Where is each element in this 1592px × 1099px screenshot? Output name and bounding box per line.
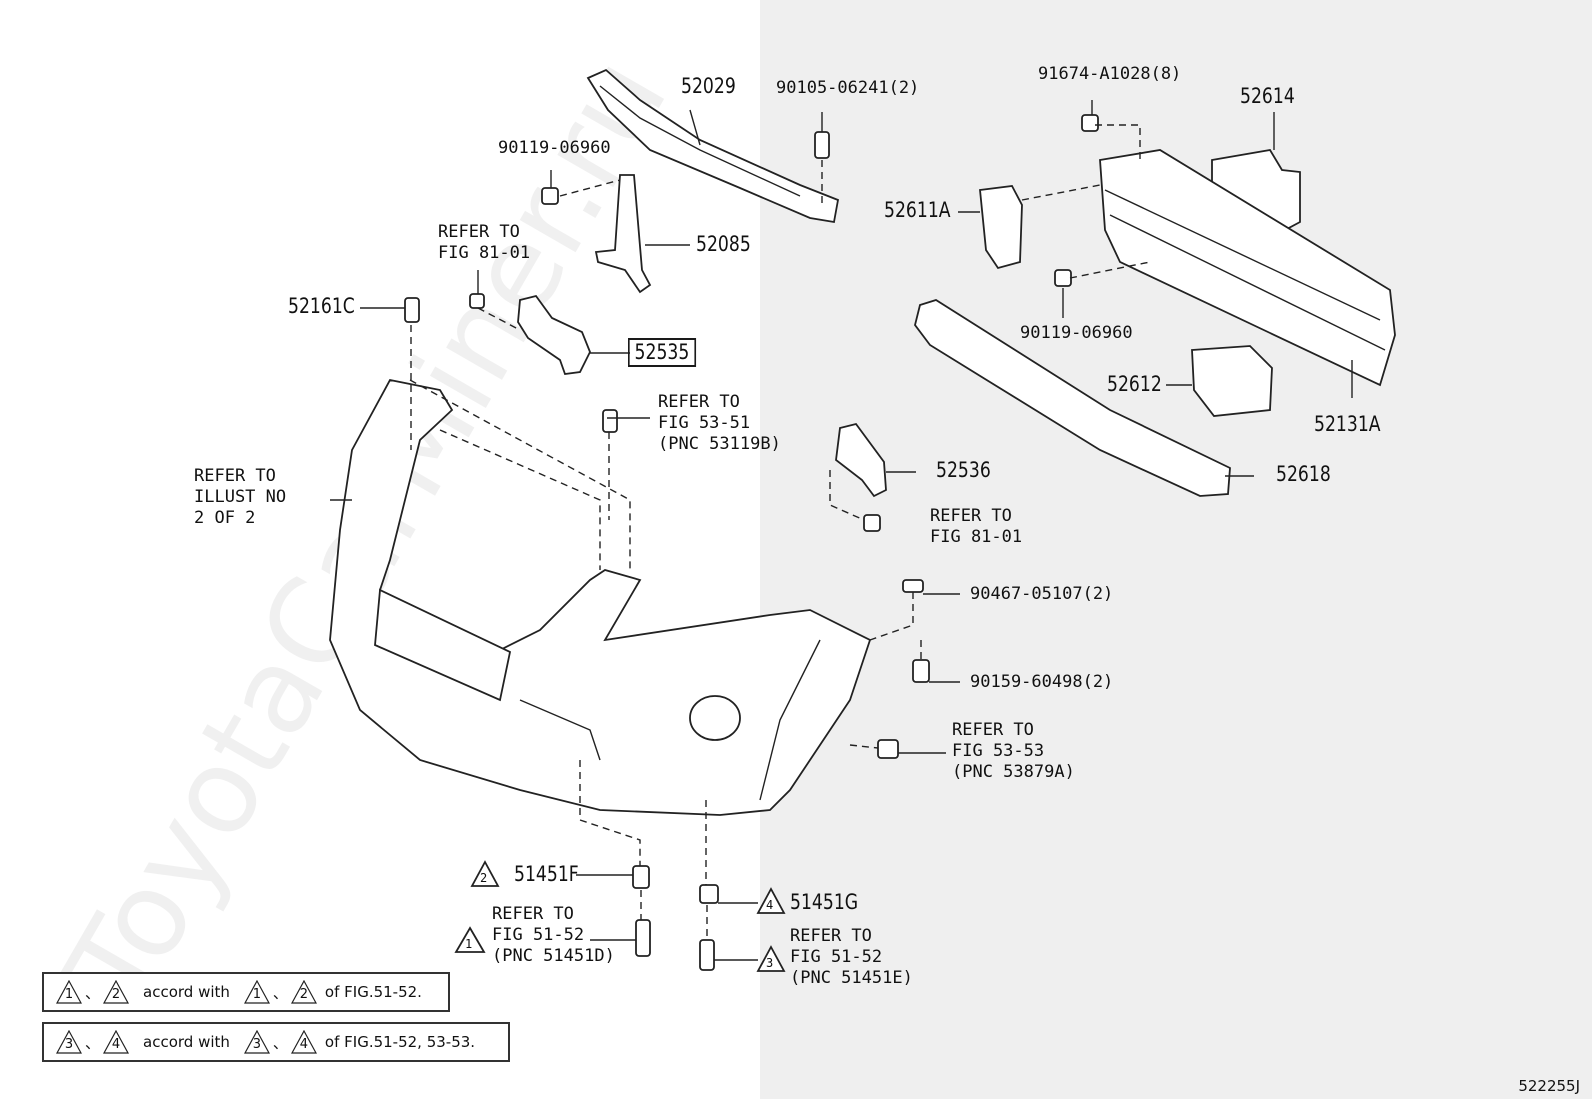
label-52029: 52029 <box>681 74 736 98</box>
legend-text: of FIG.51-52. <box>324 983 422 1001</box>
leader-lines <box>330 100 1353 961</box>
label-90467-05107: 90467-05107(2) <box>970 584 1114 604</box>
legend-separator: 、 <box>272 983 288 1002</box>
label-91674-a1028: 91674-A1028(8) <box>1038 64 1182 84</box>
label-52085: 52085 <box>696 232 751 256</box>
label-refer-fig-53-53: REFER TO FIG 53-53 (PNC 53879A) <box>952 720 1075 782</box>
legend-row-2: 3 、 4 accord with 3 、 4 of FIG.51-52, 53… <box>42 1022 510 1062</box>
label-52536: 52536 <box>936 458 991 482</box>
legend-text: accord with <box>143 1033 230 1051</box>
triangle-marker-3: 3 <box>766 956 774 970</box>
triangle-marker-1: 1 <box>465 937 473 951</box>
legend-triangle-icon: 4 <box>103 1030 130 1054</box>
label-52614: 52614 <box>1240 84 1295 108</box>
label-90119-06960-lower: 90119-06960 <box>1020 323 1133 343</box>
triangle-markers <box>454 860 786 972</box>
part-52611a-drawing <box>979 185 1023 270</box>
legend-triangle-icon: 2 <box>103 980 130 1004</box>
diagram-code: 522255J <box>1518 1077 1580 1095</box>
legend-triangle-icon: 3 <box>56 1030 82 1054</box>
label-refer-fig-81-01-upper: REFER TO FIG 81-01 <box>438 222 531 263</box>
label-90119-06960-upper: 90119-06960 <box>498 138 611 158</box>
label-90159-60498: 90159-60498(2) <box>970 672 1114 692</box>
label-52535-highlighted: 52535 <box>628 338 696 367</box>
triangle-marker-4: 4 <box>766 898 774 912</box>
legend-triangle-icon: 3 <box>243 1030 270 1054</box>
bolts <box>404 114 1099 971</box>
label-52131a: 52131A <box>1314 412 1381 436</box>
label-52161c: 52161C <box>288 294 355 318</box>
label-52612: 52612 <box>1107 372 1162 396</box>
legend-separator: 、 <box>272 1033 288 1052</box>
label-refer-fig-51-52-e: REFER TO FIG 51-52 (PNC 51451E) <box>790 926 913 988</box>
part-52131a-drawing <box>1099 149 1396 387</box>
label-refer-illust-no-2: REFER TO ILLUST NO 2 OF 2 <box>194 466 287 528</box>
legend-triangle-icon: 2 <box>290 980 317 1004</box>
legend-triangle-icon: 4 <box>290 1030 317 1054</box>
label-refer-fig-81-01-lower: REFER TO FIG 81-01 <box>930 506 1023 547</box>
label-refer-fig-53-51: REFER TO FIG 53-51 (PNC 53119B) <box>658 392 781 454</box>
label-51451f: 51451F <box>514 862 579 886</box>
part-52029-drawing <box>586 68 840 224</box>
dashed-leaders <box>409 124 1151 940</box>
legend-row-1: 1 、 2 accord with 1 、 2 of FIG.51-52. <box>42 972 450 1012</box>
label-52618: 52618 <box>1276 462 1331 486</box>
label-90105-06241: 90105-06241(2) <box>776 78 920 98</box>
part-52618-drawing <box>914 299 1231 497</box>
part-52535-drawing <box>517 294 591 375</box>
legend-text: accord with <box>143 983 230 1001</box>
legend-text: of FIG.51-52, 53-53. <box>324 1033 476 1051</box>
label-52611a: 52611A <box>884 198 951 222</box>
bumper-cover-drawing <box>329 378 872 816</box>
triangle-marker-2: 2 <box>480 871 488 885</box>
legend-separator: 、 <box>85 983 101 1002</box>
label-refer-fig-51-52-d: REFER TO FIG 51-52 (PNC 51451D) <box>492 904 615 966</box>
legend-triangle-icon: 1 <box>243 980 270 1004</box>
label-51451g: 51451G <box>790 890 859 914</box>
part-52085-drawing <box>594 174 652 294</box>
legend-triangle-icon: 1 <box>56 980 82 1004</box>
part-52536-drawing <box>835 422 887 498</box>
part-52612-drawing <box>1191 345 1273 417</box>
legend-separator: 、 <box>85 1033 101 1052</box>
